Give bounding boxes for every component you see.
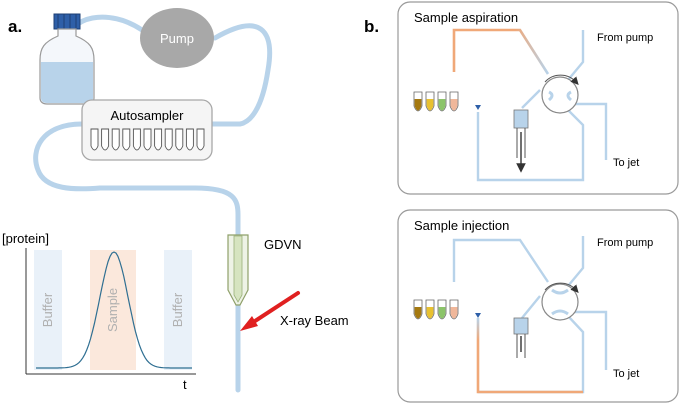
autosampler-tube <box>164 128 173 151</box>
sample-vial-liquid <box>450 99 458 111</box>
autosampler-tube <box>175 128 184 151</box>
buffer-bottle <box>39 13 95 105</box>
injection-sample-line <box>476 318 583 394</box>
panel-a-letter: a. <box>8 17 22 36</box>
sample-vial-liquid <box>426 99 434 111</box>
aspiration-needle-tip <box>475 105 481 110</box>
pump-body <box>140 8 214 68</box>
injection-to-jet: To jet <box>613 368 639 380</box>
panel-a: a. Pump <box>2 8 349 393</box>
sample-vial-liquid <box>414 99 422 111</box>
injection-needle-tip <box>475 313 481 318</box>
aspiration-from-pump: From pump <box>597 32 653 44</box>
aspiration-sample-line <box>452 28 550 75</box>
tubing <box>33 14 273 393</box>
autosampler-tubes <box>90 128 205 151</box>
gdvn-label: GDVN <box>264 237 302 252</box>
aspiration-vials <box>413 91 459 112</box>
band-label-buffer-1: Buffer <box>40 292 55 327</box>
aspiration-title: Sample aspiration <box>414 10 518 25</box>
autosampler-label: Autosampler <box>111 108 185 123</box>
autosampler-tube <box>101 128 110 151</box>
autosampler-tube <box>90 128 99 151</box>
sample-vial-liquid <box>414 307 422 319</box>
concentration-curve <box>36 251 192 369</box>
injection-lines <box>452 236 608 394</box>
autosampler-tube <box>154 128 163 151</box>
aspiration-syringe <box>513 109 529 173</box>
y-axis-label: [protein] <box>2 231 49 246</box>
xray-beam: X-ray Beam <box>240 291 349 331</box>
bottle-liquid <box>41 62 93 103</box>
band-buffer-2 <box>164 250 192 370</box>
autosampler-tube <box>111 128 120 151</box>
x-axis-label: t <box>183 377 187 392</box>
pump: Pump <box>140 8 214 68</box>
injection-frame <box>397 209 679 403</box>
injection-vials <box>413 299 459 320</box>
aspiration-frame <box>397 1 679 195</box>
pump-label: Pump <box>160 31 194 46</box>
aspiration-panel: Sample aspiration From pump To jet <box>397 1 679 195</box>
band-label-buffer-2: Buffer <box>170 292 185 327</box>
band-label-sample: Sample <box>105 288 120 332</box>
aspiration-valve <box>541 74 579 114</box>
gdvn-inner <box>233 235 243 303</box>
injection-from-pump: From pump <box>597 237 653 249</box>
autosampler-tube <box>122 128 131 151</box>
autosampler: Autosampler <box>81 99 213 161</box>
sample-vial-liquid <box>438 99 446 111</box>
injection-syringe <box>513 317 529 358</box>
injection-valve <box>541 282 579 321</box>
injection-panel: Sample injection From pump To jet <box>397 209 679 403</box>
panel-b-letter: b. <box>364 17 379 36</box>
aspiration-to-jet: To jet <box>613 157 639 169</box>
sample-vial-liquid <box>438 307 446 319</box>
autosampler-tube <box>143 128 152 151</box>
sample-vial-liquid <box>426 307 434 319</box>
autosampler-tube <box>196 128 205 151</box>
xray-beam-arrowhead <box>240 316 258 331</box>
xray-beam-label: X-ray Beam <box>280 313 349 328</box>
injection-title: Sample injection <box>414 218 509 233</box>
gdvn-nozzle: GDVN <box>227 234 302 306</box>
panel-b: b. Sample aspiration From pump To jet <box>364 1 679 403</box>
autosampler-tube <box>185 128 194 151</box>
concentration-plot: Buffer Sample Buffer [protein] t <box>2 231 196 392</box>
autosampler-tube <box>132 128 141 151</box>
xray-beam-shaft <box>250 291 300 325</box>
band-buffer-1 <box>34 250 62 370</box>
sample-vial-liquid <box>450 307 458 319</box>
